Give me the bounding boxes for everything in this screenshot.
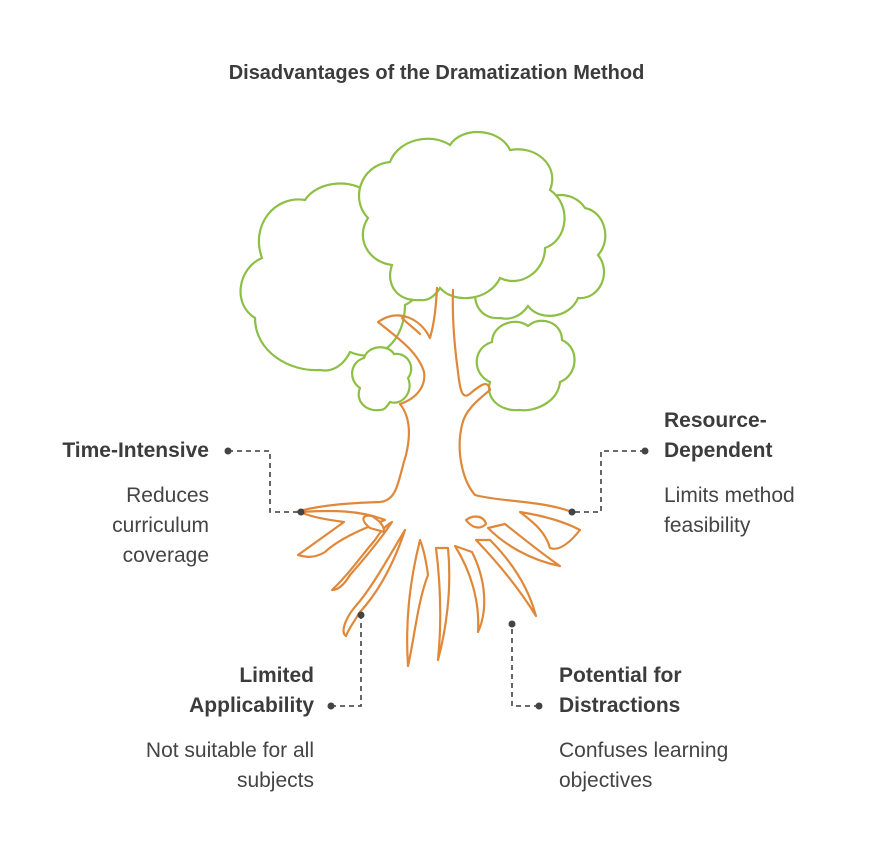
connector-dot [508, 620, 516, 628]
title-line: Limited [239, 664, 314, 687]
connector-dot [641, 447, 649, 455]
tree-canopy [239, 131, 607, 412]
item-title-limited-applicability: Limited Applicability [189, 661, 314, 721]
root-left-3 [342, 528, 407, 638]
root-right-curl [464, 515, 488, 529]
connector-dots [224, 447, 649, 710]
item-title-resource-dependent: Resource- Dependent [664, 406, 773, 466]
title-line: Applicability [189, 694, 314, 717]
connector-dot [535, 702, 543, 710]
canopy-top-cloud [358, 131, 566, 302]
description-line: curriculum [112, 514, 209, 537]
tree-trunk-and-roots [294, 286, 574, 514]
root-center-left [406, 538, 430, 668]
connector-dot [357, 611, 365, 619]
connector-dot [327, 702, 335, 710]
item-description-limited-applicability: Not suitable for all subjects [146, 736, 314, 796]
branch-upper-left [400, 316, 422, 336]
diagram-title: Disadvantages of the Dramatization Metho… [228, 62, 645, 84]
connector-resource-dependent [572, 450, 645, 513]
title-line: Potential for [559, 664, 682, 687]
title-line: Dependent [664, 439, 773, 462]
canopy-small-left-cloud [351, 346, 413, 412]
connector-time-intensive [228, 450, 301, 513]
connector-limited-applicability [331, 615, 362, 707]
root-left-curl [362, 514, 386, 534]
description-line: coverage [122, 544, 209, 567]
connector-dot [568, 508, 576, 516]
description-line: Not suitable for all [145, 739, 314, 762]
description-line: Reduces [126, 484, 209, 507]
canopy-small-right-cloud [475, 319, 576, 412]
root-left-2 [330, 520, 394, 592]
root-far-right [518, 510, 582, 550]
item-title-potential-distractions: Potential for Distractions [559, 661, 682, 721]
item-description-time-intensive: Reduces curriculum coverage [112, 481, 209, 571]
connector-potential-distractions [511, 624, 539, 707]
trunk-left-edge [294, 286, 439, 514]
root-right-2 [486, 522, 562, 568]
description-line: Confuses learning [559, 739, 729, 762]
root-center [434, 546, 451, 662]
title-line: Time-Intensive [62, 439, 209, 462]
description-line: feasibility [664, 514, 751, 537]
tree-roots [296, 509, 582, 668]
root-center-right [453, 544, 486, 634]
connector-dot [297, 508, 305, 516]
connector-dot [224, 447, 232, 455]
title-line: Distractions [559, 694, 681, 717]
description-line: objectives [559, 769, 653, 792]
item-title-time-intensive: Time-Intensive [62, 436, 209, 466]
title-line: Resource- [664, 409, 767, 432]
connector-lines [228, 450, 645, 707]
item-description-potential-distractions: Confuses learning objectives [559, 736, 728, 796]
trunk-right-edge [451, 288, 574, 514]
item-description-resource-dependent: Limits method feasibility [664, 481, 795, 541]
root-right-3 [474, 538, 538, 618]
description-line: Limits method [664, 484, 795, 507]
description-line: subjects [236, 769, 314, 792]
